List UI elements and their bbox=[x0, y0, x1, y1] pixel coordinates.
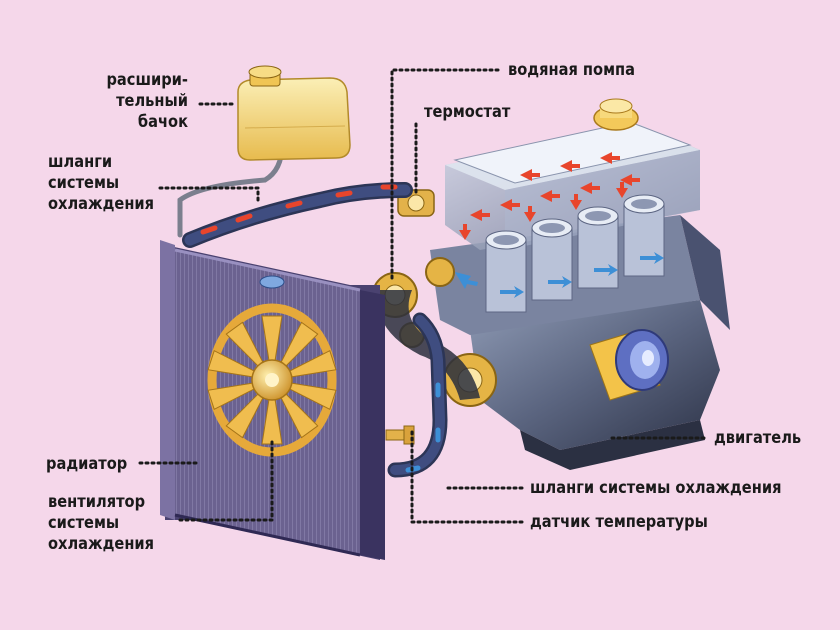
label-radiator: радиатор bbox=[46, 454, 127, 475]
label-fan-line-1: вентилятор bbox=[48, 492, 146, 512]
label-thermostat: термостат bbox=[424, 102, 510, 123]
label-fan-line-2: системы bbox=[48, 513, 120, 533]
label-hoses-top-line-1: шланги bbox=[48, 152, 113, 172]
label-water-pump: водяная помпа bbox=[508, 60, 635, 81]
label-hoses-top-line-2: системы bbox=[48, 173, 120, 193]
cooling-fan bbox=[207, 303, 337, 457]
label-hoses-top-line-3: охлаждения bbox=[48, 194, 155, 214]
label-temp-sensor-text: датчик температуры bbox=[530, 512, 708, 532]
leader-lines bbox=[138, 68, 710, 524]
expansion-tank bbox=[237, 65, 351, 161]
label-engine-text: двигатель bbox=[714, 428, 802, 448]
label-temp-sensor: датчик температуры bbox=[530, 512, 708, 533]
label-water-pump-text: водяная помпа bbox=[508, 60, 635, 80]
engine-cylinders bbox=[485, 194, 665, 313]
label-fan-line-3: охлаждения bbox=[48, 534, 155, 554]
oil-filter bbox=[589, 329, 669, 401]
label-radiator-text: радиатор bbox=[46, 454, 128, 474]
label-hoses-bottom-text: шланги системы охлаждения bbox=[530, 478, 782, 498]
cold-coolant-arrows bbox=[455, 252, 664, 298]
label-engine: двигатель bbox=[714, 428, 801, 449]
label-hoses-top: шланги системы охлаждения bbox=[48, 152, 154, 215]
coolant-hoses bbox=[177, 142, 448, 478]
label-expansion-tank-line-2: тельный bbox=[116, 91, 188, 111]
label-expansion-tank-line-1: расшири- bbox=[106, 70, 188, 90]
label-expansion-tank-line-3: бачок bbox=[137, 112, 188, 132]
label-expansion-tank: расшири- тельный бачок bbox=[83, 70, 188, 133]
hot-coolant-arrows bbox=[459, 152, 640, 240]
label-fan: вентилятор системы охлаждения bbox=[48, 492, 154, 555]
label-hoses-bottom: шланги системы охлаждения bbox=[530, 478, 781, 499]
temperature-sensor bbox=[385, 425, 415, 445]
engine-block bbox=[372, 98, 730, 470]
label-thermostat-text: термостат bbox=[424, 102, 511, 122]
